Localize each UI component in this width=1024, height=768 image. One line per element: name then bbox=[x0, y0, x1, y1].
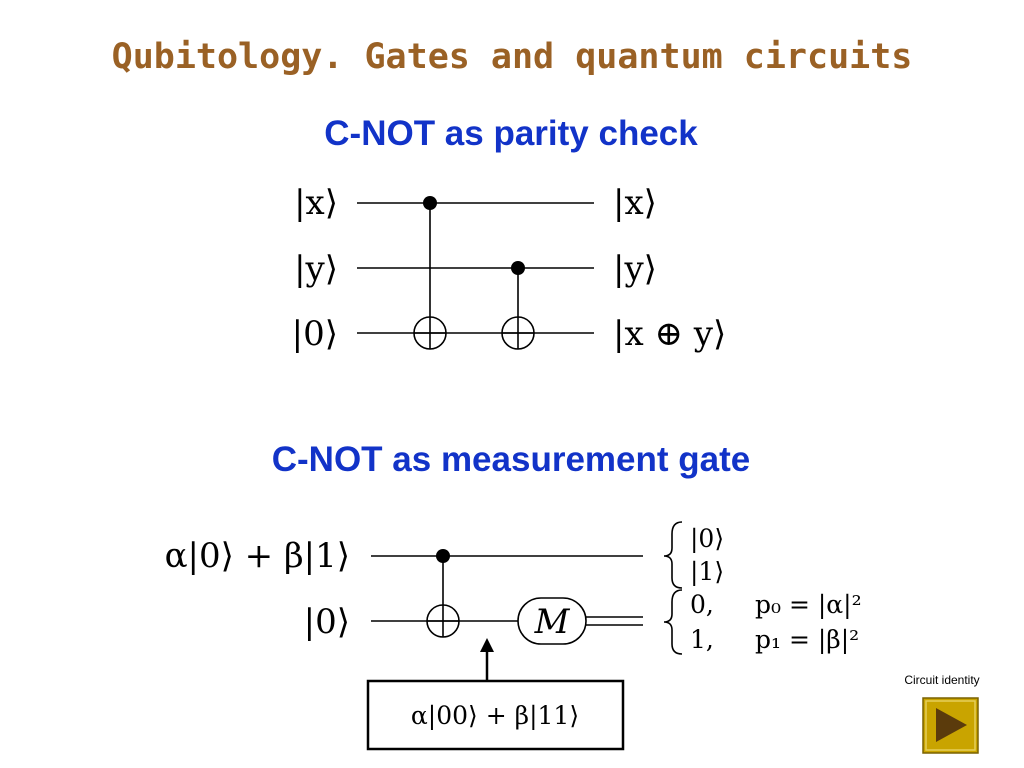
cnot1-control-dot bbox=[423, 196, 437, 210]
meter-label: M bbox=[534, 602, 571, 642]
measure-cnot-control-dot bbox=[436, 549, 450, 563]
next-slide-button[interactable] bbox=[922, 697, 979, 754]
parity-output-y: |y⟩ bbox=[613, 249, 657, 289]
meter-box bbox=[517, 597, 587, 645]
measure-heading: C-NOT as measurement gate bbox=[272, 440, 750, 479]
measure-input-superposition: α|0⟩ + β|1⟩ bbox=[165, 536, 350, 576]
state-box bbox=[366, 679, 625, 751]
parity-circuit: |x⟩ |y⟩ |0⟩ |x⟩ |y⟩ |x ⊕ y⟩ bbox=[292, 183, 727, 354]
play-icon bbox=[936, 708, 967, 742]
state-arrow-head bbox=[480, 638, 494, 652]
brace-top bbox=[663, 521, 683, 589]
page-title: Qubitology. Gates and quantum circuits bbox=[112, 37, 913, 77]
brace1-state-1: |1⟩ bbox=[690, 557, 724, 587]
measure-input-ancilla: |0⟩ bbox=[304, 602, 350, 642]
entangled-state: α|00⟩ + β|11⟩ bbox=[411, 701, 579, 731]
cnot2-control-dot bbox=[511, 261, 525, 275]
measure-circuit: α|0⟩ + β|1⟩ |0⟩ M |0⟩ |1⟩ 0, p₀ = |α|² 1… bbox=[165, 521, 862, 751]
parity-heading: C-NOT as parity check bbox=[324, 114, 698, 153]
parity-input-0: |0⟩ bbox=[292, 314, 338, 354]
parity-output-x: |x⟩ bbox=[613, 183, 657, 223]
brace2-prob-1: p₁ = |β|² bbox=[755, 625, 859, 655]
brace2-prob-0: p₀ = |α|² bbox=[755, 590, 862, 620]
parity-output-xor: |x ⊕ y⟩ bbox=[613, 314, 726, 354]
circuit-identity-link[interactable]: Circuit identity bbox=[904, 673, 979, 687]
brace1-state-0: |0⟩ bbox=[690, 524, 724, 554]
parity-input-y: |y⟩ bbox=[294, 249, 338, 289]
brace-bottom bbox=[663, 589, 683, 655]
brace2-value-1: 1, bbox=[690, 625, 714, 654]
brace2-value-0: 0, bbox=[690, 590, 714, 619]
next-button-bevel bbox=[925, 700, 976, 751]
parity-input-x: |x⟩ bbox=[294, 183, 338, 223]
